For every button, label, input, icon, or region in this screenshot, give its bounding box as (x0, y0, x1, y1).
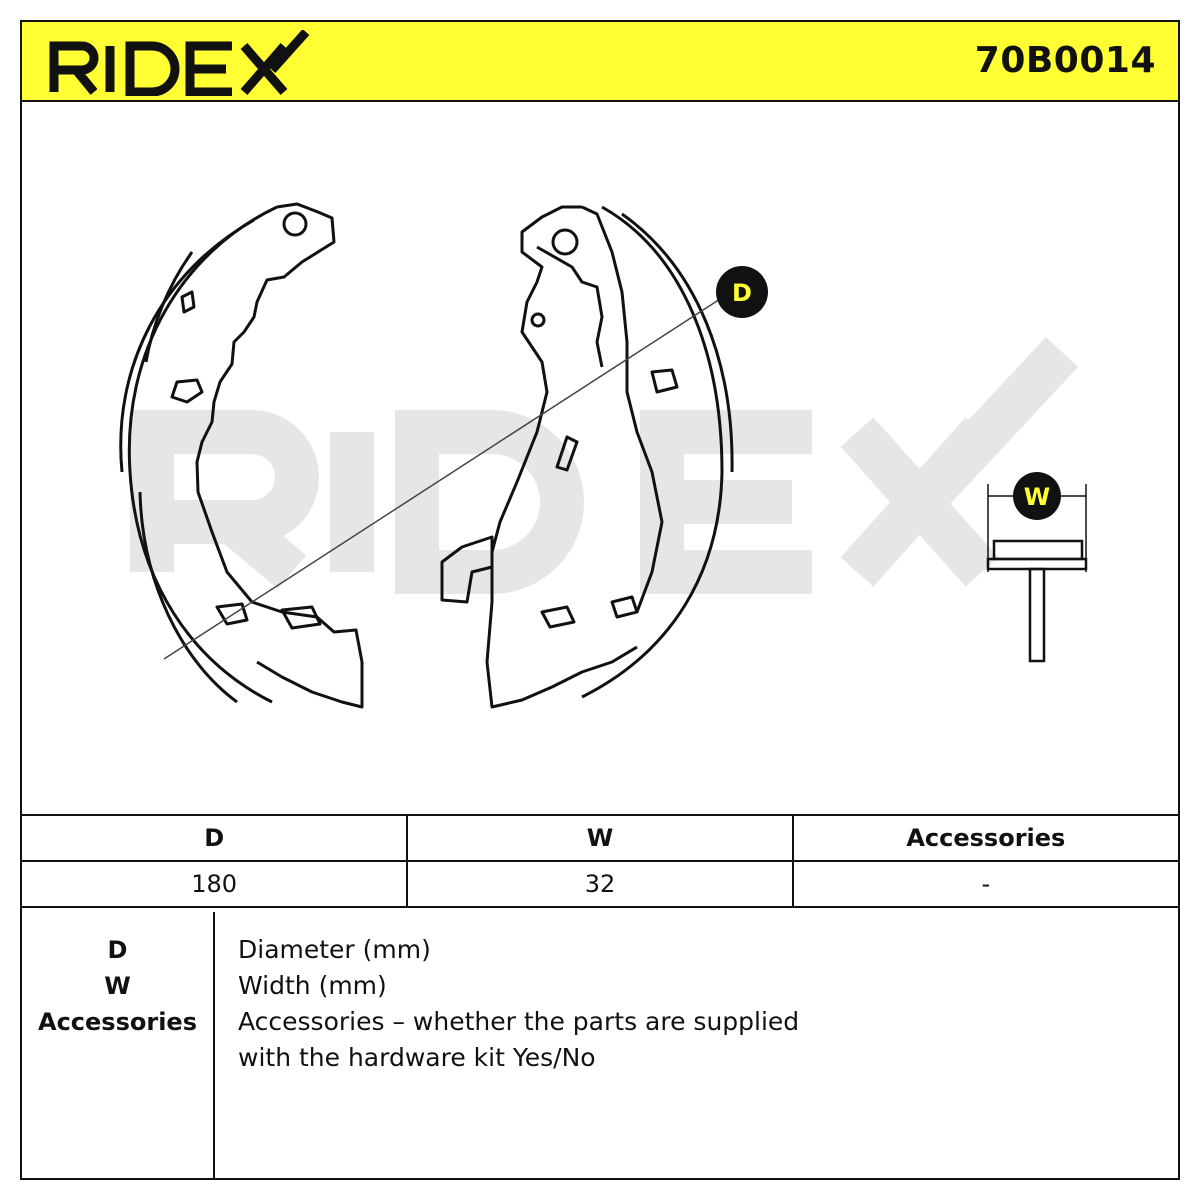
legend-desc-accessories-2: with the hardware kit Yes/No (238, 1043, 596, 1072)
legend-key-accessories: Accessories (38, 1008, 197, 1036)
callout-w-label: W (1024, 483, 1050, 511)
column-header-accessories: Accessories (791, 814, 1178, 862)
part-number: 70B0014 (974, 40, 1156, 81)
legend-key-w: W (104, 972, 131, 1000)
column-header-d: D (22, 814, 409, 862)
spec-table-header-row: D W Accessories (22, 814, 1178, 862)
legend-key-d: D (107, 936, 128, 964)
legend: D W Accessories Diameter (mm) Width (mm)… (22, 912, 1178, 1178)
legend-desc-diameter: Diameter (mm) (238, 935, 431, 964)
value-d: 180 (22, 860, 409, 908)
product-sheet: 70B0014 (20, 20, 1180, 1180)
left-brake-shoe (119, 202, 364, 709)
width-cross-section (986, 484, 1088, 663)
value-w: 32 (406, 860, 794, 908)
value-accessories: - (791, 860, 1178, 908)
callout-w-badge (1013, 472, 1061, 520)
legend-desc-accessories-1: Accessories – whether the parts are supp… (238, 1007, 800, 1036)
brake-shoe-drawing: D W (119, 202, 1088, 709)
spec-table-value-row: 180 32 - (22, 860, 1178, 908)
column-header-w: W (406, 814, 794, 862)
legend-keys: D W Accessories (22, 912, 215, 1178)
callout-d-label: D (732, 279, 752, 307)
callout-d-badge (716, 266, 768, 318)
diameter-line (163, 289, 735, 660)
brand-logo (49, 30, 310, 96)
header-bar: 70B0014 (22, 22, 1178, 102)
spec-table: D W Accessories 180 32 - (22, 814, 1178, 908)
legend-descriptions: Diameter (mm) Width (mm) Accessories – w… (238, 932, 1158, 1076)
right-brake-shoe (440, 205, 734, 709)
watermark-logo (130, 336, 1079, 594)
legend-desc-width: Width (mm) (238, 971, 387, 1000)
